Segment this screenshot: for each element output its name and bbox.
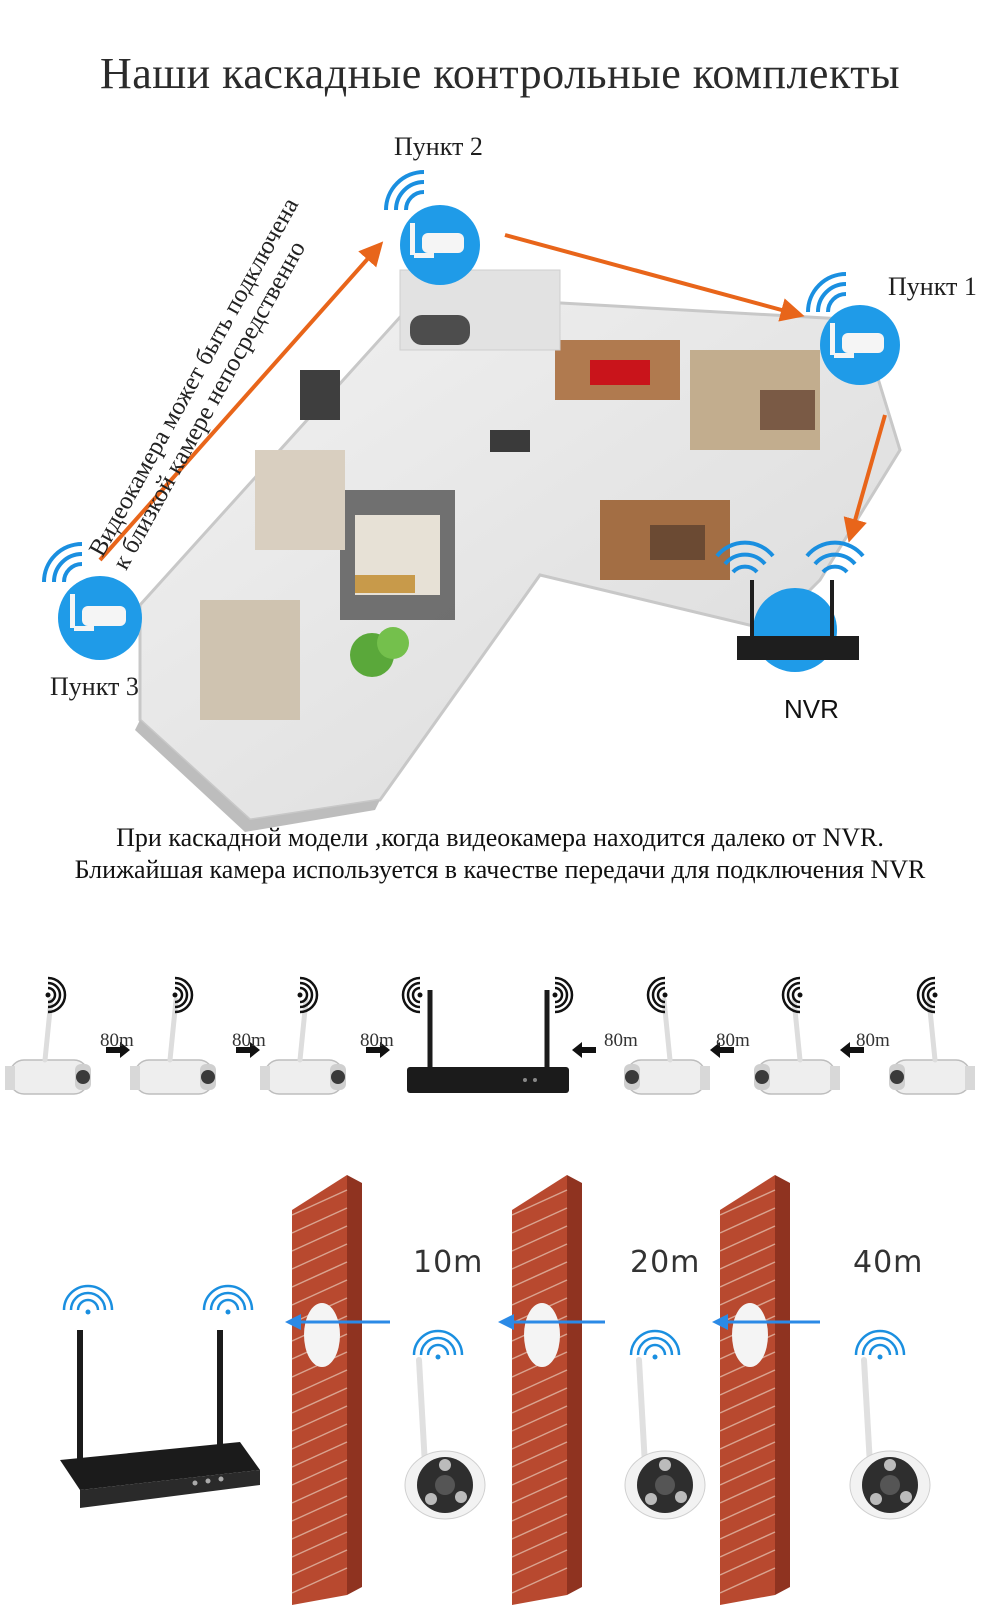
caption-line-1: При каскадной модели ,когда видеокамера … <box>116 823 884 852</box>
point-2-label: Пункт 2 <box>394 132 483 161</box>
arrow-icon <box>712 1314 820 1330</box>
wifi-icon <box>45 976 67 1014</box>
camera-icon <box>889 997 975 1095</box>
nvr-icon <box>737 580 859 672</box>
wall-penetration-diagram <box>60 1175 931 1605</box>
brick-wall-icon <box>719 1175 790 1605</box>
brick-wall-icon <box>511 1175 582 1605</box>
wall-distance-label: 20m <box>630 1245 701 1280</box>
wifi-icon <box>781 976 803 1014</box>
nvr-icon <box>60 1330 260 1508</box>
wifi-icon <box>297 976 319 1014</box>
wifi-icon <box>715 540 775 574</box>
distance-label: 80m <box>716 1030 750 1051</box>
caption-line-2: Ближайшая камера используется в качестве… <box>74 855 926 884</box>
wifi-icon <box>412 1329 464 1360</box>
distance-label: 80m <box>100 1030 134 1051</box>
wifi-icon <box>62 1284 114 1315</box>
wifi-icon <box>916 976 938 1014</box>
arrow-icon <box>572 1042 596 1058</box>
distance-label: 80m <box>856 1030 890 1051</box>
arrow-icon <box>498 1314 605 1330</box>
distance-label: 80m <box>232 1030 266 1051</box>
house-floor <box>135 269 902 832</box>
camera-icon <box>849 1357 931 1520</box>
wall-distance-label: 10m <box>413 1245 484 1280</box>
camera-icon <box>400 205 480 285</box>
arrow-icon <box>840 1042 864 1058</box>
arrow-icon <box>236 1042 260 1058</box>
camera-icon <box>130 997 216 1095</box>
arrow-icon <box>504 233 805 322</box>
wifi-icon <box>805 540 865 574</box>
point-1-label: Пункт 1 <box>888 272 977 301</box>
wifi-icon <box>172 976 194 1014</box>
brick-wall-icon <box>291 1175 362 1605</box>
arrow-icon <box>106 1042 130 1058</box>
camera-icon <box>820 305 900 385</box>
distance-label: 80m <box>360 1030 394 1051</box>
wall-distance-label: 40m <box>853 1245 924 1280</box>
camera-icon <box>624 997 710 1095</box>
wifi-icon <box>401 976 423 1014</box>
arrow-icon <box>710 1042 734 1058</box>
camera-icon <box>624 1357 706 1520</box>
wifi-icon <box>202 1284 254 1315</box>
page-title: Наши каскадные контрольные комплекты <box>99 49 901 98</box>
wifi-icon <box>384 170 425 211</box>
camera-icon <box>260 997 346 1095</box>
point-3-label: Пункт 3 <box>50 672 139 701</box>
caption: При каскадной модели ,когда видеокамера … <box>0 822 1000 886</box>
arrow-icon <box>843 414 887 543</box>
camera-icon <box>58 576 142 660</box>
floor-plan-illustration <box>42 170 902 832</box>
camera-icon <box>404 1357 486 1520</box>
arrow-icon <box>366 1042 390 1058</box>
arrow-icon <box>98 241 384 562</box>
wifi-icon <box>42 542 83 583</box>
wifi-icon <box>629 1329 681 1360</box>
nvr-icon <box>407 990 569 1093</box>
wifi-icon <box>806 272 847 313</box>
camera-icon <box>5 997 91 1095</box>
cascade-chain <box>5 976 975 1095</box>
wifi-icon <box>646 976 668 1014</box>
distance-label: 80m <box>604 1030 638 1051</box>
wifi-icon <box>552 976 574 1014</box>
arrow-icon <box>285 1314 390 1330</box>
camera-icon <box>754 997 840 1095</box>
wifi-icon <box>854 1329 906 1360</box>
nvr-label: NVR <box>784 694 839 724</box>
